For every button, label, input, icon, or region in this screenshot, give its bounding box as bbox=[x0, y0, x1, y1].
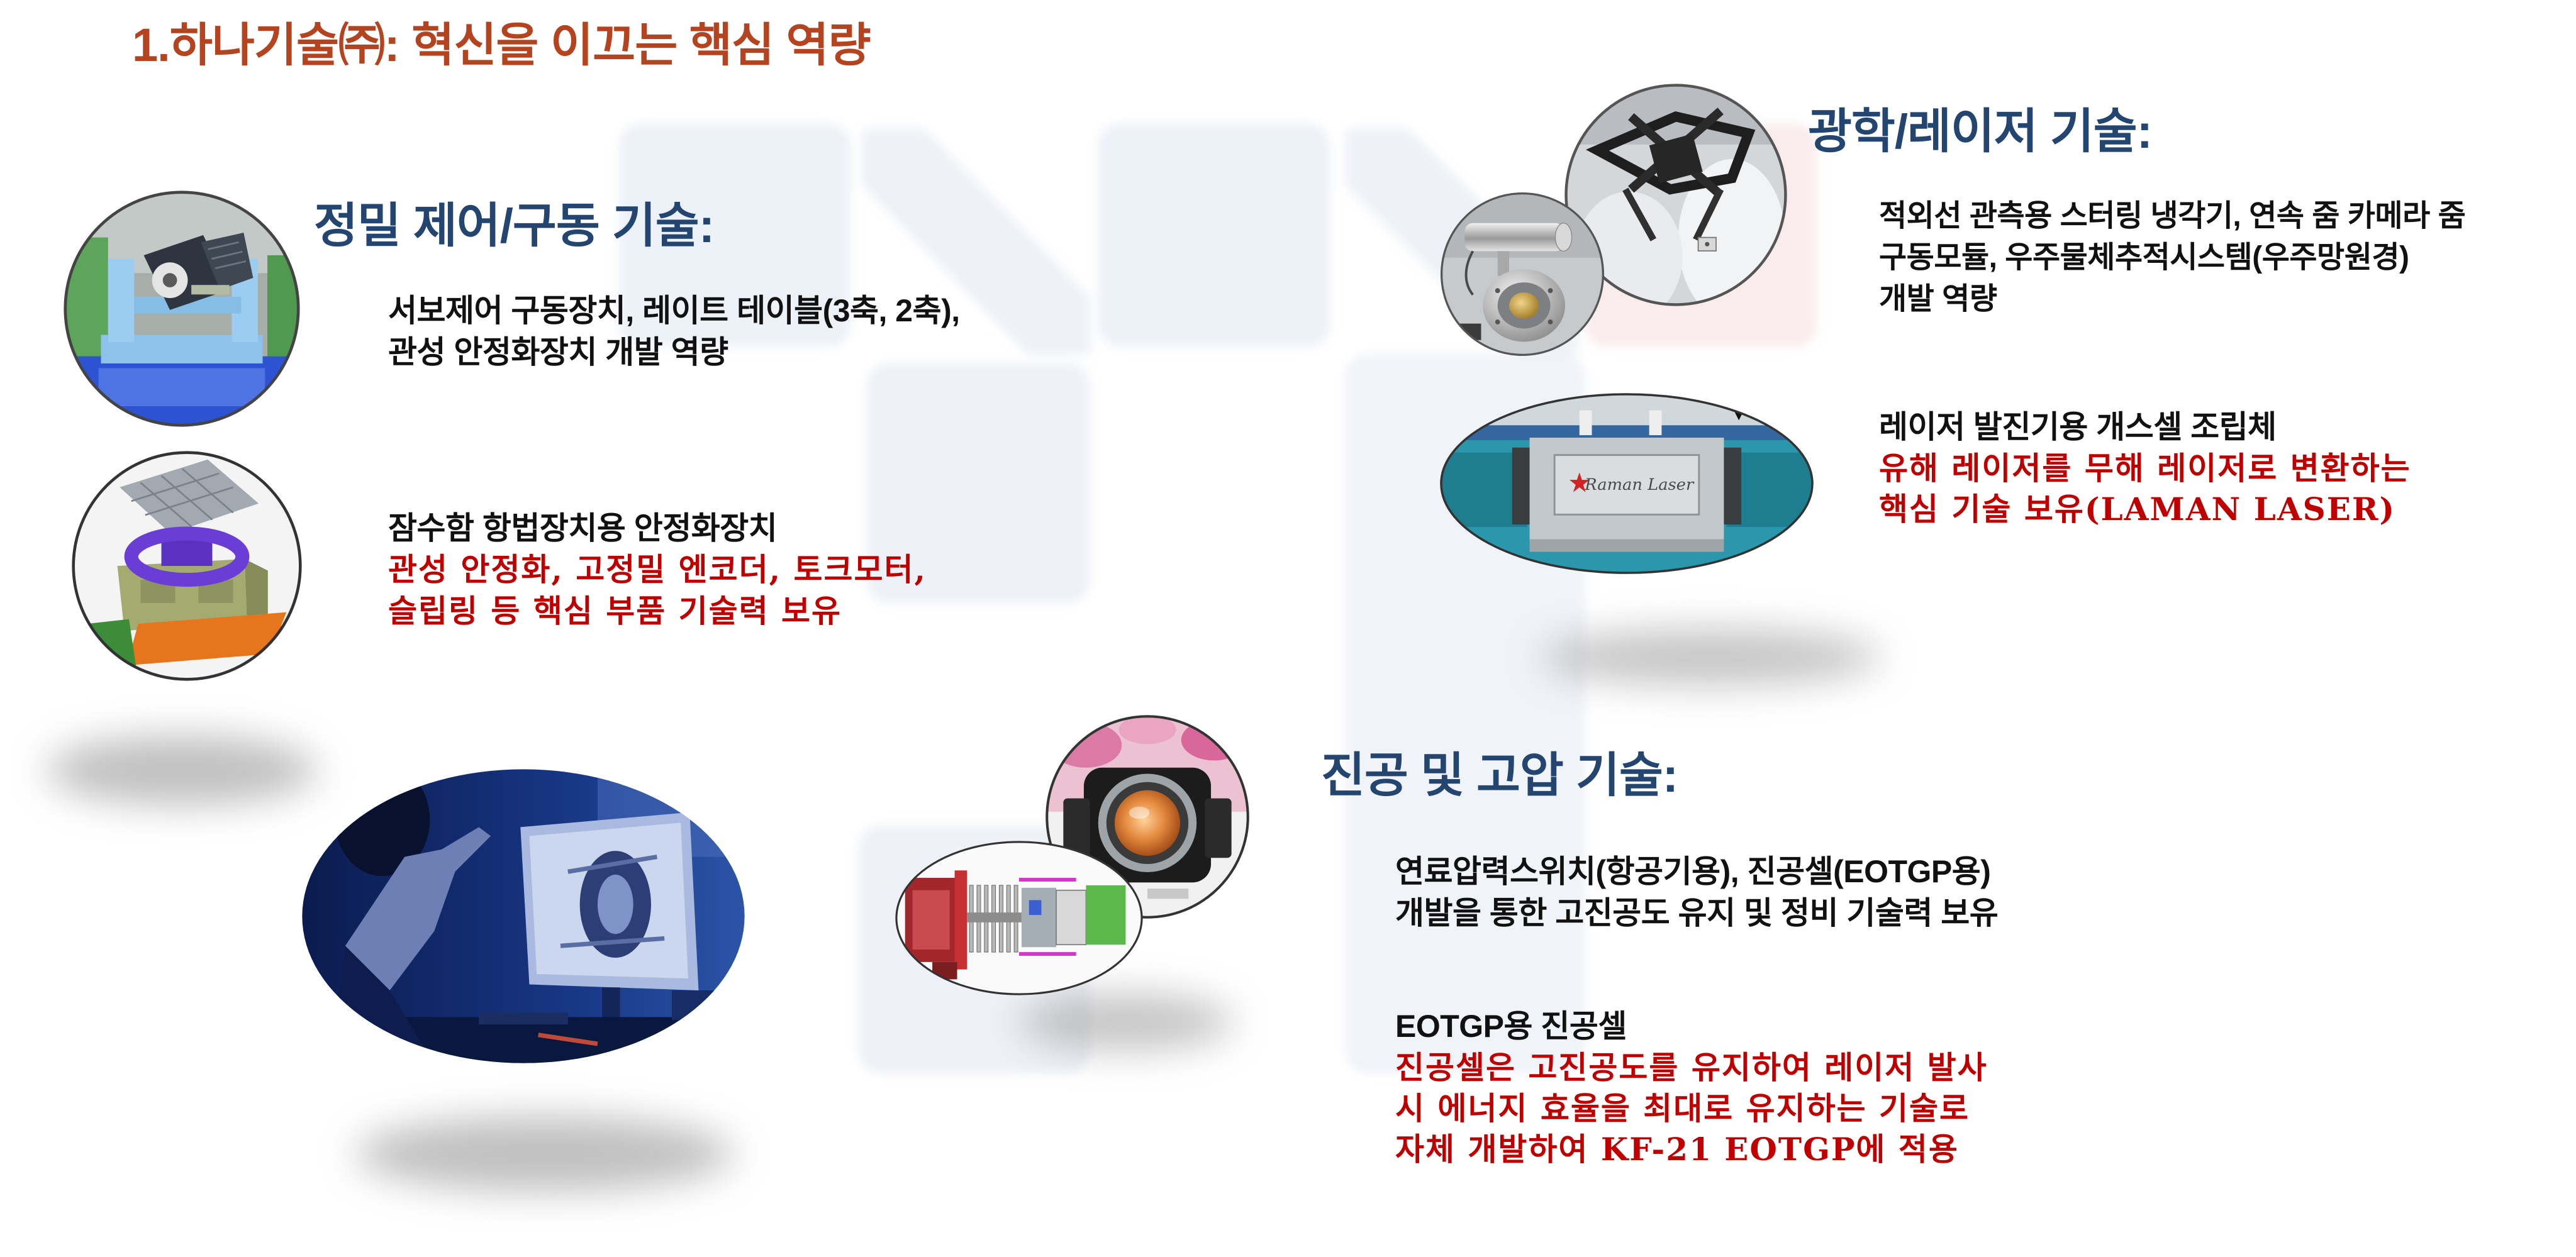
engineer-illustration bbox=[302, 769, 745, 1063]
highlight-line: 진공셀은 고진공도를 유지하여 레이저 발사 bbox=[1395, 1049, 1988, 1086]
stabilizer-scene bbox=[73, 452, 301, 680]
highlight-line: 슬립링 등 핵심 부품 기술력 보유 bbox=[388, 592, 842, 629]
summary-line: 서보제어 구동장치, 레이트 테이블(3축, 2축), bbox=[388, 293, 960, 328]
stabilizer-cad-render bbox=[71, 450, 303, 682]
highlight-line: 핵심 기술 보유(LAMAN LASER) bbox=[1879, 490, 2396, 528]
photo-shadows bbox=[47, 629, 1881, 1192]
vacuum-pressure-heading: 진공 및 고압 기술: bbox=[1321, 749, 1678, 802]
photo-frame bbox=[64, 191, 300, 427]
laser-star-logo bbox=[1569, 472, 1590, 492]
highlight-line: 자체 개발하여 KF-21 EOTGP에 적용 bbox=[1395, 1131, 1959, 1168]
laser-gas-cell-photo: Raman Laser bbox=[1440, 393, 1814, 574]
photo-frame bbox=[72, 451, 302, 681]
photo-frame bbox=[895, 841, 1143, 995]
highlight-line: 유해 레이저를 무해 레이저로 변환하는 bbox=[1879, 450, 2411, 487]
summary-line: 구동모듈, 우주물체추적시스템(우주망원경) bbox=[1879, 241, 2409, 274]
precision-control-product: 잠수함 항법장치용 안정화장치 관성 안정화, 고정밀 엔코더, 토크모터, 슬… bbox=[388, 507, 927, 632]
product-name: EOTGP용 진공셀 bbox=[1395, 1009, 1627, 1044]
gimbal-illustration bbox=[64, 191, 300, 427]
vacuum-pressure-summary: 연료압력스위치(항공기용), 진공셀(EOTGP용) 개발을 통한 고진공도 유… bbox=[1395, 851, 1999, 934]
product-name: 잠수함 항법장치용 안정화장치 bbox=[388, 511, 778, 546]
vacuum-cell-cross-section bbox=[895, 841, 1143, 995]
summary-line: 관성 안정화장치 개발 역량 bbox=[388, 335, 728, 370]
cross-section-illustration bbox=[895, 841, 1143, 995]
highlight-line: 시 에너지 효율을 최대로 유지하는 기술로 bbox=[1395, 1090, 1970, 1127]
cross-section-scene bbox=[896, 841, 1142, 995]
photo-frame bbox=[1564, 84, 1787, 306]
summary-line: 적외선 관측용 스터링 냉각기, 연속 줌 카메라 줌 bbox=[1879, 199, 2466, 233]
photo-frame bbox=[1440, 192, 1605, 357]
vacuum-pressure-product: EOTGP용 진공셀 진공셀은 고진공도를 유지하여 레이저 발사 시 에너지 … bbox=[1395, 1006, 1988, 1170]
slide-title: 1.하나기술㈜: 혁신을 이끄는 핵심 역량 bbox=[132, 19, 871, 71]
product-name: 레이저 발진기용 개스셀 조립체 bbox=[1879, 409, 2277, 445]
gimbal-rate-table-photo bbox=[63, 190, 301, 428]
precision-control-summary: 서보제어 구동장치, 레이트 테이블(3축, 2축), 관성 안정화장치 개발 … bbox=[388, 290, 960, 373]
cryocooler-illustration bbox=[1440, 192, 1605, 357]
photo-frame bbox=[1045, 715, 1249, 919]
laser-gas-cell-illustration: Raman Laser bbox=[1440, 393, 1814, 574]
device-label: Raman Laser bbox=[1584, 475, 1695, 494]
summary-line: 개발 역량 bbox=[1879, 282, 1997, 316]
cryocooler-scene bbox=[1441, 193, 1603, 355]
highlight-line: 관성 안정화, 고정밀 엔코더, 토크모터, bbox=[388, 551, 927, 588]
stabilizer-illustration bbox=[72, 451, 302, 681]
engineer-monitor-photo bbox=[301, 768, 746, 1065]
laser-gas-cell-scene: Raman Laser bbox=[1441, 394, 1813, 573]
optics-laser-product: 레이저 발진기용 개스셀 조립체 유해 레이저를 무해 레이저로 변환하는 핵심… bbox=[1879, 407, 2411, 529]
engineer-scene bbox=[302, 769, 745, 1063]
optics-laser-heading: 광학/레이저 기술: bbox=[1808, 105, 2153, 158]
summary-line: 개발을 통한 고진공도 유지 및 정비 기술력 보유 bbox=[1395, 895, 1999, 931]
optics-laser-summary: 적외선 관측용 스터링 냉각기, 연속 줌 카메라 줌 구동모듈, 우주물체추적… bbox=[1879, 196, 2466, 320]
summary-line: 연료압력스위치(항공기용), 진공셀(EOTGP용) bbox=[1395, 854, 1991, 889]
cryocooler-module-photo bbox=[1440, 192, 1605, 357]
photo-frame bbox=[1440, 393, 1814, 574]
precision-control-heading: 정밀 제어/구동 기술: bbox=[314, 199, 715, 253]
